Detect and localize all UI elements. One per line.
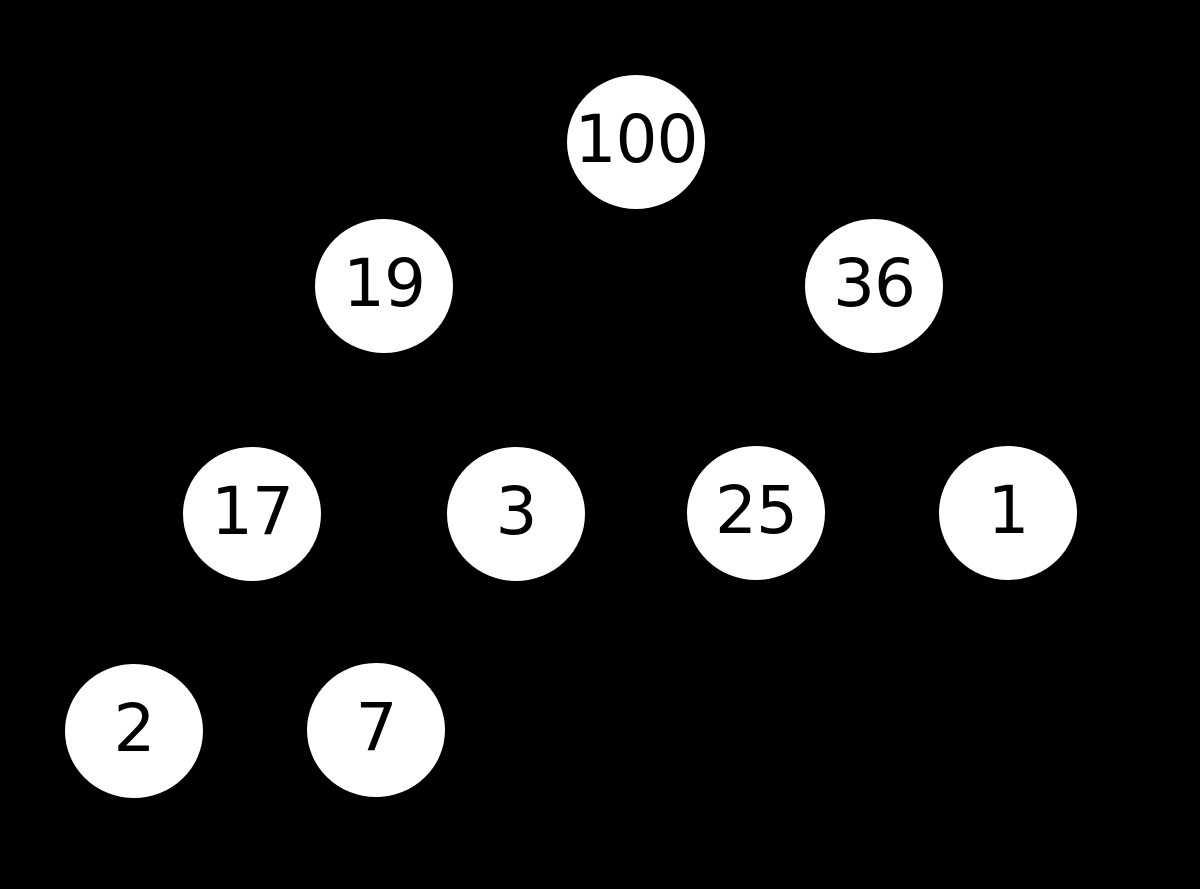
tree-node-label: 7 (355, 689, 398, 766)
tree-node-17: 17 (183, 447, 321, 581)
tree-node-label: 2 (113, 690, 156, 767)
tree-node-label: 17 (211, 473, 294, 550)
tree-node-19: 19 (315, 219, 453, 353)
tree-node-100: 100 (567, 75, 705, 209)
tree-node-label: 25 (715, 472, 798, 549)
tree-node-25: 25 (687, 446, 825, 580)
tree-node-label: 36 (833, 245, 916, 322)
tree-node-label: 3 (495, 473, 538, 550)
tree-node-label: 1 (987, 472, 1030, 549)
tree-node-label: 100 (574, 101, 699, 178)
tree-node-3: 3 (447, 447, 585, 581)
tree-node-2: 2 (65, 664, 203, 798)
tree-node-1: 1 (939, 446, 1077, 580)
tree-node-7: 7 (307, 663, 445, 797)
tree-node-36: 36 (805, 219, 943, 353)
tree-node-label: 19 (343, 245, 426, 322)
